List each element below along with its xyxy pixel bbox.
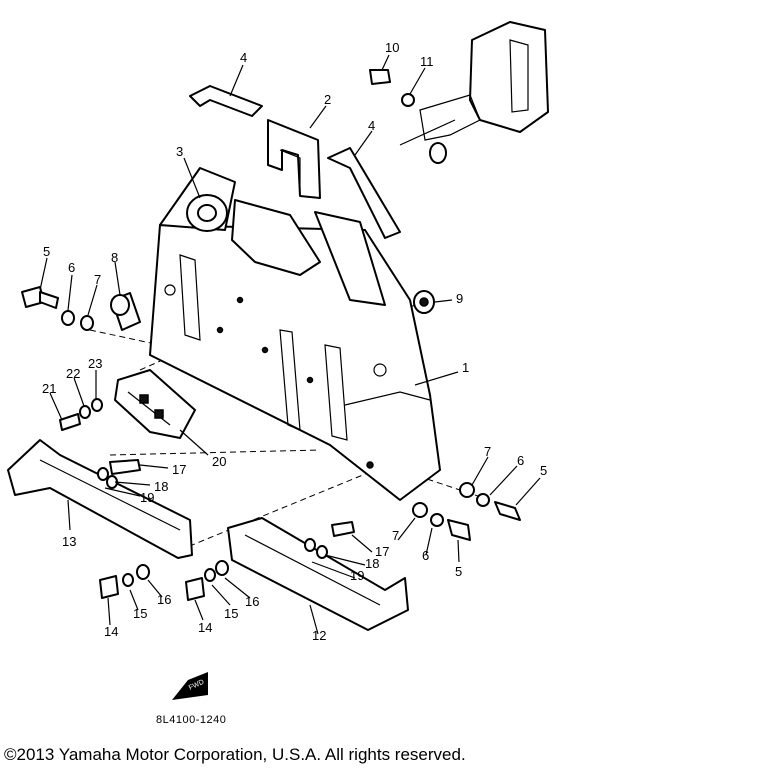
callout-18b: 18 xyxy=(365,556,379,571)
lower-bolt-sets xyxy=(99,560,229,601)
callout-3: 3 xyxy=(176,144,183,159)
pad-parts xyxy=(189,85,401,239)
screw-set xyxy=(59,398,103,431)
callout-10: 10 xyxy=(385,40,399,55)
callout-numbers: 1 2 3 4 4 5 5 5 6 6 6 7 7 7 8 9 10 11 12… xyxy=(42,40,547,643)
diagram-code: 8L4100-1240 xyxy=(156,714,227,726)
callout-18a: 18 xyxy=(154,479,168,494)
callout-7b: 7 xyxy=(484,444,491,459)
callout-12: 12 xyxy=(312,628,326,643)
terminal-block-part xyxy=(114,369,196,439)
right-rail-part xyxy=(227,517,409,631)
left-rail-part xyxy=(7,439,193,559)
callout-16a: 16 xyxy=(157,592,171,607)
callout-1: 1 xyxy=(462,360,469,375)
callout-5b: 5 xyxy=(540,463,547,478)
callout-15b: 15 xyxy=(224,606,238,621)
bushing-part xyxy=(413,290,435,314)
callout-14b: 14 xyxy=(198,620,212,635)
grommet-part xyxy=(186,194,228,232)
callout-15a: 15 xyxy=(133,606,147,621)
callout-6b: 6 xyxy=(517,453,524,468)
plate-part xyxy=(267,119,321,199)
callout-14a: 14 xyxy=(104,624,118,639)
callout-13: 13 xyxy=(62,534,76,549)
callout-22: 22 xyxy=(66,366,80,381)
callout-7a: 7 xyxy=(94,272,101,287)
callout-17a: 17 xyxy=(172,462,186,477)
callout-8: 8 xyxy=(111,250,118,265)
callout-21: 21 xyxy=(42,381,56,396)
collar-part xyxy=(110,292,141,331)
callout-9: 9 xyxy=(456,291,463,306)
callout-20: 20 xyxy=(212,454,226,469)
callout-6a: 6 xyxy=(68,260,75,275)
fwd-arrow-icon: FWD xyxy=(172,672,208,700)
callout-5c: 5 xyxy=(455,564,462,579)
main-bracket-part xyxy=(149,167,441,501)
left-bolt-set xyxy=(21,286,94,331)
callout-19a: 19 xyxy=(140,490,154,505)
leader-lines xyxy=(39,54,541,635)
copyright-notice: ©2013 Yamaha Motor Corporation, U.S.A. A… xyxy=(4,745,466,764)
callout-16b: 16 xyxy=(245,594,259,609)
right-bolt-set xyxy=(412,482,521,541)
callout-11: 11 xyxy=(420,54,434,69)
callout-7c: 7 xyxy=(392,528,399,543)
callout-23: 23 xyxy=(88,356,102,371)
throttle-handle-assembly xyxy=(369,21,549,164)
callout-2: 2 xyxy=(324,92,331,107)
callout-19b: 19 xyxy=(350,568,364,583)
callout-4b: 4 xyxy=(368,118,375,133)
callout-5a: 5 xyxy=(43,244,50,259)
callout-6c: 6 xyxy=(422,548,429,563)
callout-4a: 4 xyxy=(240,50,247,65)
callout-17b: 17 xyxy=(375,544,389,559)
